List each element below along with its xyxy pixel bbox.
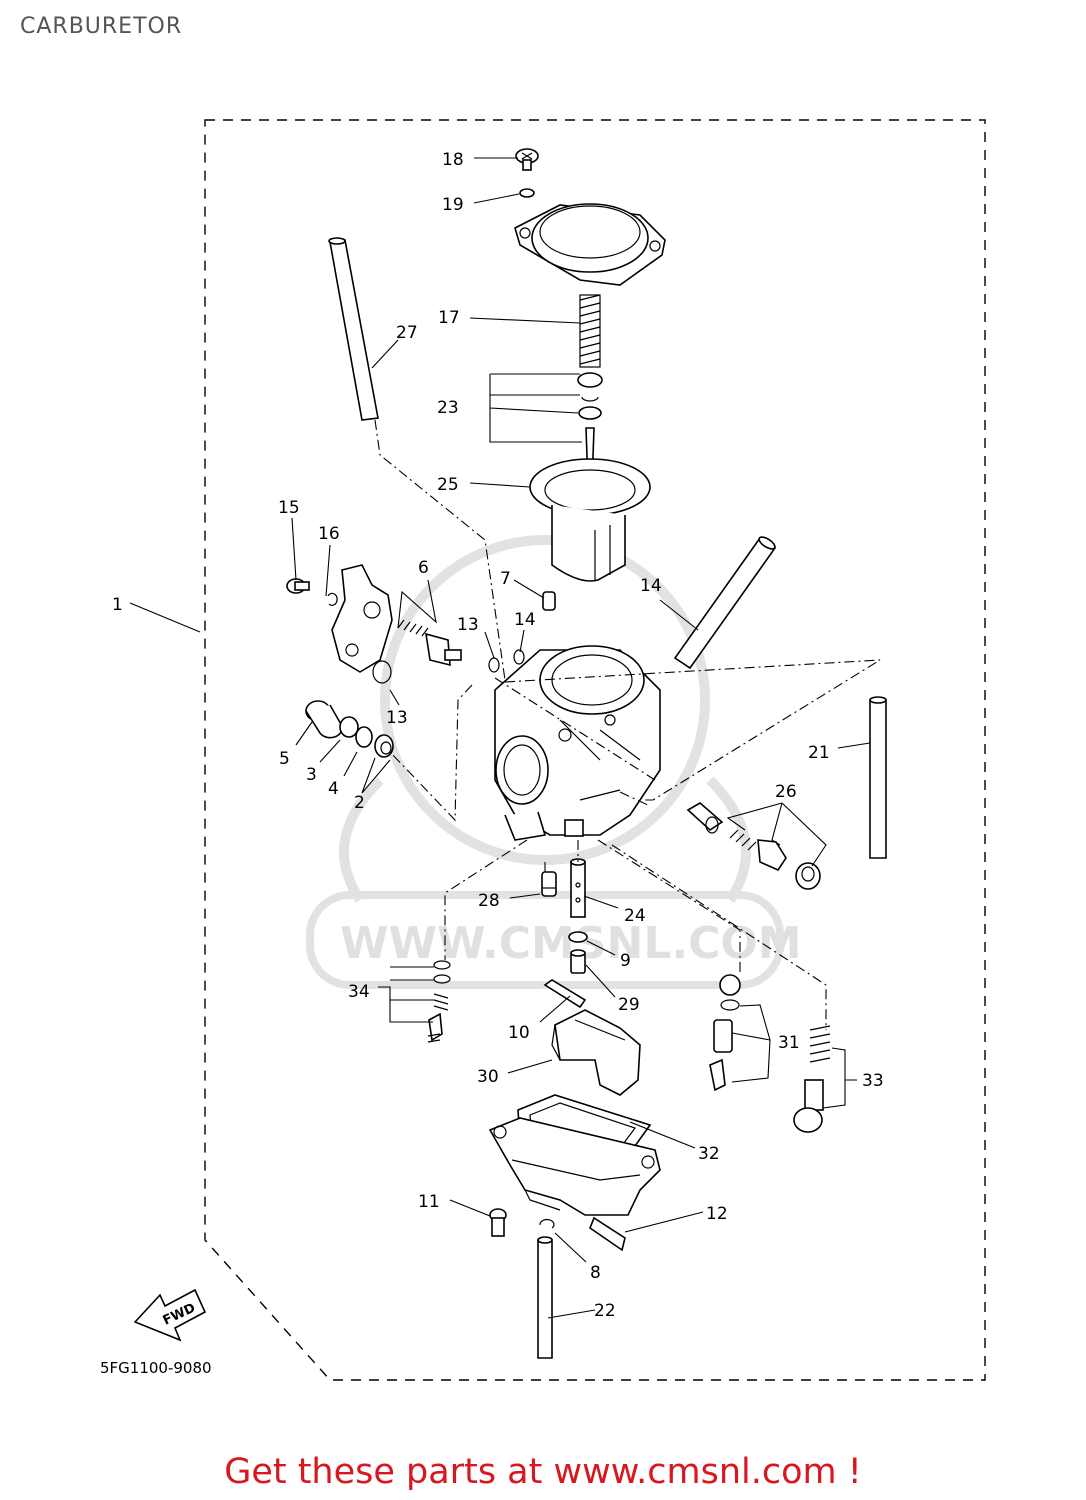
part-float-bowl [488, 1117, 661, 1216]
part-31-cap [719, 974, 741, 996]
part-20-washer [519, 188, 535, 198]
callout-9: 9 [620, 951, 631, 971]
part-8-clip [539, 1218, 555, 1229]
part-34-spring [433, 993, 449, 1011]
part-34-washer-b [433, 974, 451, 984]
part-cap-cover [514, 203, 666, 286]
footer-link-text[interactable]: Get these parts at www.cmsnl.com ! [224, 1452, 862, 1492]
part-choke-cover [331, 564, 393, 673]
callout-6: 6 [418, 558, 429, 578]
part-12-drain-screw [589, 1216, 626, 1252]
callout-27: 27 [396, 323, 418, 343]
callout-8: 8 [590, 1263, 601, 1283]
part-3-washer [339, 716, 359, 738]
callout-11: 11 [418, 1192, 440, 1212]
callout-labels: 18 19 17 27 23 25 15 16 6 7 14 1 13 14 1… [100, 150, 884, 1377]
callout-7: 7 [500, 569, 511, 589]
callout-1: 1 [112, 595, 123, 615]
callout-12: 12 [706, 1204, 728, 1224]
callout-15: 14 [640, 576, 662, 596]
callout-20: 19 [442, 195, 464, 215]
callout-4: 4 [328, 779, 339, 799]
part-33-screw [793, 1079, 824, 1133]
part-30-float [551, 1009, 641, 1096]
callout-28: 28 [478, 891, 500, 911]
watermark: WWW.CMSNL.COM [306, 535, 802, 989]
part-16-screw [286, 578, 310, 594]
part-14-ring-a [488, 657, 500, 673]
part-9-washer [568, 931, 588, 943]
part-26-pilot-screw [686, 802, 821, 890]
callout-32: 32 [698, 1144, 720, 1164]
part-23-washer [578, 406, 602, 420]
leader-lines [129, 157, 871, 1319]
part-6-plunger [397, 619, 462, 667]
assembly-boundary [204, 119, 986, 1381]
page-title: CARBURETOR [20, 14, 183, 39]
part-2-screw [374, 734, 394, 758]
part-29-main-jet [570, 949, 586, 974]
part-17-washer [327, 592, 338, 606]
part-22-hose [537, 1236, 553, 1359]
part-19-screw [515, 148, 539, 171]
callout-23: 23 [437, 398, 459, 418]
part-24-needle-jet [570, 858, 586, 918]
assembly-guide-lines [374, 419, 881, 1030]
callout-25: 25 [437, 475, 459, 495]
callout-29: 29 [618, 995, 640, 1015]
part-28-jet [541, 871, 557, 897]
callout-16: 15 [278, 498, 300, 518]
part-5-collar [305, 700, 343, 739]
callout-14-a: 13 [457, 615, 479, 635]
part-34-screw [427, 1012, 443, 1043]
callout-17: 16 [318, 524, 340, 544]
fwd-arrow-icon: FWD [133, 1288, 207, 1342]
part-27-hose [328, 237, 379, 421]
callout-18: 17 [438, 308, 460, 328]
part-23-clip [581, 396, 599, 402]
callout-2: 2 [354, 793, 365, 813]
part-18-spring [579, 294, 601, 368]
part-4-washer [355, 726, 373, 748]
part-33-spring [809, 1025, 831, 1063]
callout-3: 3 [306, 765, 317, 785]
part-10-float-pin [543, 979, 587, 1009]
part-15-hose [673, 536, 777, 670]
callout-5: 5 [279, 749, 290, 769]
part-11-screw [489, 1208, 507, 1237]
callout-13: 13 [386, 708, 408, 728]
callout-14-b: 14 [514, 610, 536, 630]
part-7-cap [542, 591, 556, 611]
callout-24: 24 [624, 906, 646, 926]
part-31-o-ring [720, 999, 740, 1011]
part-23-seat [577, 372, 603, 388]
diagram-code: 5FG1100-9080 [100, 1359, 212, 1377]
callout-30: 30 [477, 1067, 499, 1087]
callout-31: 31 [778, 1033, 800, 1053]
callout-19: 18 [442, 150, 464, 170]
part-21-hose [869, 696, 887, 859]
part-31-needle-valve [709, 1019, 733, 1092]
callout-34: 34 [348, 982, 370, 1002]
callout-10: 10 [508, 1023, 530, 1043]
part-13-o-ring [372, 660, 392, 684]
callout-21: 21 [808, 743, 830, 763]
part-14-ring-b [513, 649, 525, 665]
part-34-washer-a [433, 960, 451, 970]
part-carburetor-body [494, 645, 661, 841]
callout-26: 26 [775, 782, 797, 802]
callout-33: 33 [862, 1071, 884, 1091]
callout-22: 22 [594, 1301, 616, 1321]
